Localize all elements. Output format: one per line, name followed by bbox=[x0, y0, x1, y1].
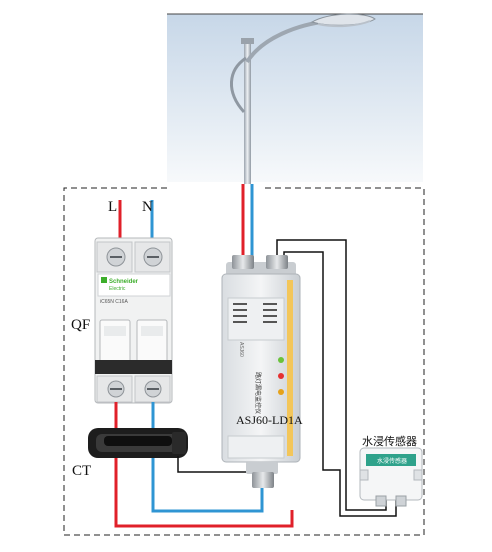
sky-background bbox=[167, 14, 423, 182]
ct-signal-wire bbox=[177, 456, 258, 473]
label-qf: QF bbox=[71, 317, 91, 333]
breaker-brand-sub: Electric bbox=[109, 286, 126, 292]
sensor-signal-wire-2 bbox=[283, 251, 397, 517]
device-side-mark: ASJ60 bbox=[238, 342, 244, 357]
label-n: N bbox=[142, 199, 153, 215]
label-ct: CT bbox=[72, 463, 92, 479]
label-device-model: ASJ60-LD1A bbox=[236, 413, 303, 427]
device-front-caption: 路灯漏电监控仪 bbox=[254, 372, 262, 414]
breaker-rating: iC65N C16A bbox=[100, 299, 128, 305]
water-sensor bbox=[359, 447, 423, 507]
label-l: L bbox=[108, 199, 118, 215]
leakage-monitor-device bbox=[221, 255, 301, 488]
label-sensor: 水浸传感器 bbox=[362, 435, 417, 448]
sensor-signal-wire-1 bbox=[276, 239, 387, 511]
street-lamp-icon bbox=[230, 13, 376, 184]
current-transformer bbox=[88, 428, 188, 458]
breaker-brand: Schneider bbox=[109, 279, 139, 285]
breaker-live-out-wire bbox=[114, 402, 294, 528]
enclosure-outline bbox=[63, 187, 425, 536]
sensor-panel-caption: 水浸传感器 bbox=[377, 457, 407, 465]
circuit-breaker bbox=[94, 237, 173, 404]
